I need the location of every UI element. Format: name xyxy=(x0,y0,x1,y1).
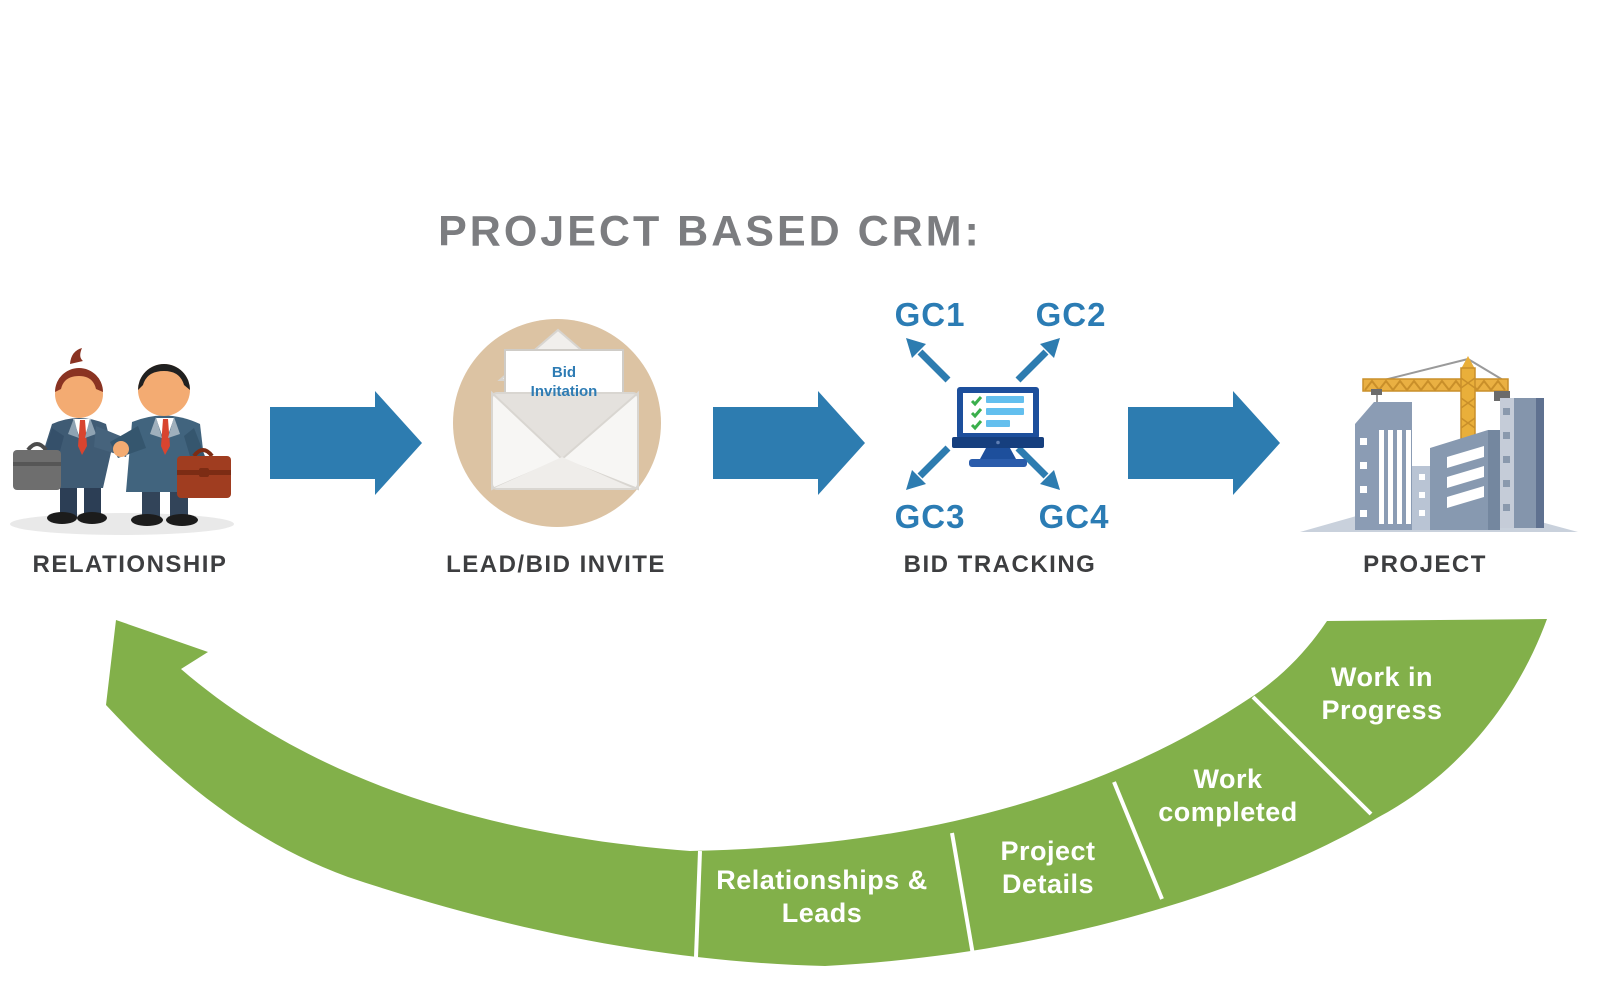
bid-invitation-illustration xyxy=(453,319,661,527)
cycle-segment-label-work-in-progress: Work in Progress xyxy=(1321,662,1443,725)
gc-arrows xyxy=(917,349,1049,479)
briefcase-brown xyxy=(177,448,231,498)
building-right xyxy=(1500,398,1544,528)
step-label-bid-tracking: BID TRACKING xyxy=(903,551,1097,578)
businessman-right xyxy=(110,364,208,526)
gc1-label: GC1 xyxy=(894,296,966,333)
construction-buildings-illustration xyxy=(1300,356,1578,532)
page-title: PROJECT BASED CRM: xyxy=(438,207,982,256)
envelope-note-text: Bid Invitation xyxy=(530,364,598,400)
step-label-relationship: RELATIONSHIP xyxy=(32,551,228,578)
cycle-segment-label-work-completed: Work completed xyxy=(1158,764,1298,827)
cycle-segment-label-project-details: Project Details xyxy=(1000,836,1096,899)
monitor-icon xyxy=(952,387,1044,467)
step-label-project: PROJECT xyxy=(1363,551,1487,578)
crane-icon xyxy=(1362,356,1510,455)
flow-arrows xyxy=(270,391,1280,495)
building-center xyxy=(1430,430,1500,530)
arrow-right-icon xyxy=(1128,391,1280,495)
businessman-left xyxy=(40,348,130,524)
cycle-arrow xyxy=(106,619,1547,966)
checkmarks xyxy=(970,396,983,431)
gc2-label: GC2 xyxy=(1035,296,1107,333)
gc-arrowheads xyxy=(906,338,1060,490)
cycle-arrow-band xyxy=(106,619,1547,966)
gc3-label: GC3 xyxy=(894,498,966,535)
cycle-segment-label-relationships-leads: Relationships & Leads xyxy=(716,865,928,928)
cycle-segment-dividers xyxy=(694,695,1373,958)
arrow-right-icon xyxy=(713,391,865,495)
list-bars xyxy=(986,396,1024,427)
handshake-illustration xyxy=(10,348,234,535)
gc4-label: GC4 xyxy=(1038,498,1110,535)
briefcase-gray xyxy=(13,442,61,490)
building-left xyxy=(1355,402,1412,530)
arrow-right-icon xyxy=(270,391,422,495)
bid-tracking-illustration xyxy=(906,338,1060,490)
step-label-lead-bid-invite: LEAD/BID INVITE xyxy=(446,551,666,578)
